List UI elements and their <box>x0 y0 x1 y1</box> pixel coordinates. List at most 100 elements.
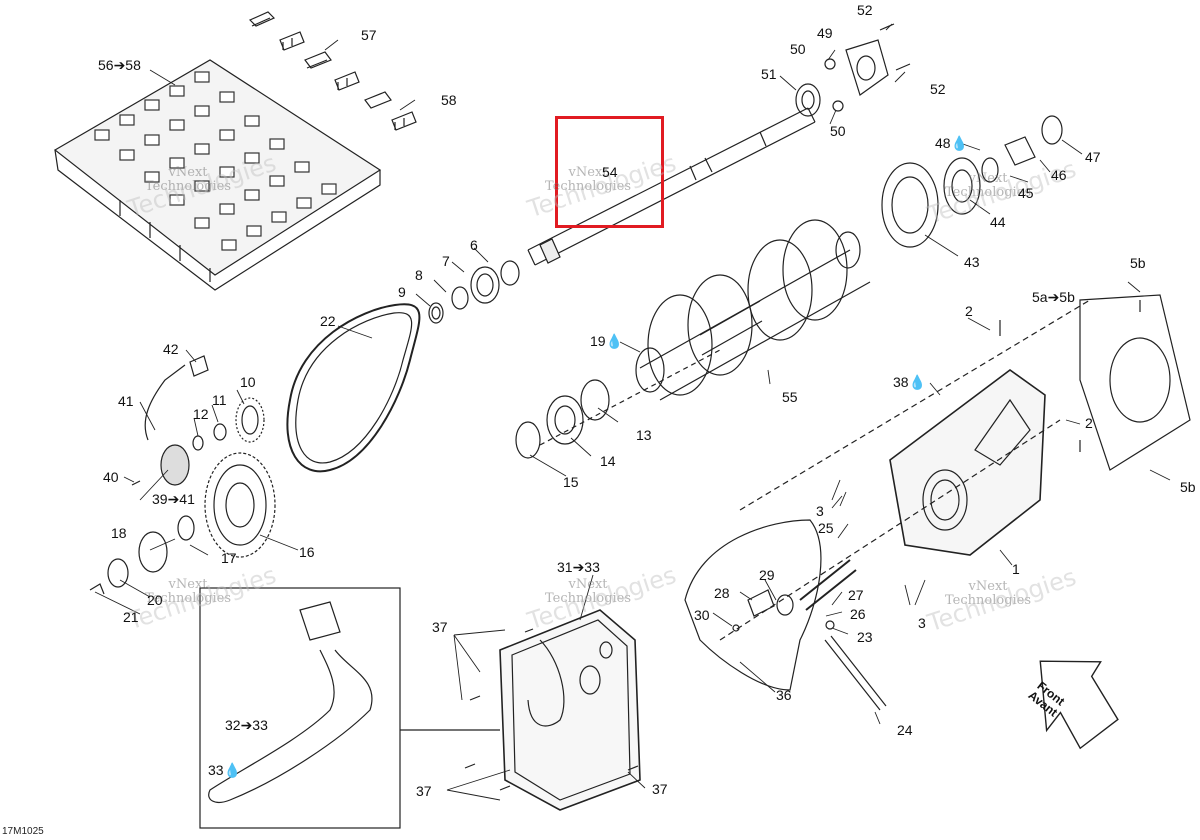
watermark-line2: Technologies <box>545 178 632 194</box>
gasket-36 <box>684 519 822 691</box>
callout-6: 6 <box>470 237 478 253</box>
bearing-housing-43 <box>881 115 1063 248</box>
watermark-line1: vNext <box>168 165 208 180</box>
callout-8: 8 <box>415 267 423 283</box>
callout-50: 50 <box>830 123 846 139</box>
callout-52: 52 <box>857 2 873 18</box>
watermark: Technologies vNext Technologies <box>124 149 279 223</box>
callout-13: 13 <box>636 427 652 443</box>
chaincase-cover <box>464 609 641 811</box>
callout-58: 58 <box>441 92 457 108</box>
callout-16: 16 <box>299 544 315 560</box>
callout-14: 14 <box>600 453 616 469</box>
watermark-line1: vNext <box>568 577 608 592</box>
watermark: Technologies vNext Technologies <box>524 561 679 635</box>
chain-22 <box>286 303 421 473</box>
diagram-code: 17M1025 <box>2 826 44 837</box>
callout-28: 28 <box>714 585 730 601</box>
callout-44: 44 <box>990 214 1006 230</box>
highlighted-part-box <box>555 116 664 228</box>
callout-30: 30 <box>694 607 710 623</box>
chaincase-housing <box>719 294 1191 641</box>
callout-2: 2 <box>965 303 973 319</box>
callout-5a-5b: 5a➔5b <box>1032 289 1075 305</box>
callout-42: 42 <box>163 341 179 357</box>
watermark: Technologies vNext Technologies <box>124 561 279 635</box>
callout-5b: 5b <box>1180 479 1196 495</box>
callout-19: 19💧 <box>590 333 624 349</box>
callout-52: 52 <box>930 81 946 97</box>
callout-15: 15 <box>563 474 579 490</box>
watermark-line2: Technologies <box>945 184 1032 200</box>
watermark: Technologies vNext Technologies <box>524 149 679 223</box>
callout-57: 57 <box>361 27 377 43</box>
drive-axle-55 <box>635 219 871 401</box>
callout-18: 18 <box>111 525 127 541</box>
callout-55: 55 <box>782 389 798 405</box>
callout-17: 17 <box>221 550 237 566</box>
watermark-line2: Technologies <box>145 590 232 606</box>
callout-23: 23 <box>857 629 873 645</box>
callout-3: 3 <box>816 503 824 519</box>
callout-56-58: 56➔58 <box>98 57 141 73</box>
track-clips <box>248 11 417 131</box>
callout-37: 37 <box>652 781 668 797</box>
callout-10: 10 <box>240 374 256 390</box>
tensioner-parts <box>732 559 887 711</box>
callout-36: 36 <box>776 687 792 703</box>
callout-33: 33💧 <box>208 762 242 778</box>
callout-25: 25 <box>818 520 834 536</box>
callout-48: 48💧 <box>935 135 969 151</box>
callout-21: 21 <box>123 609 139 625</box>
callout-51: 51 <box>761 66 777 82</box>
sprockets-left <box>131 355 265 486</box>
watermark-line1: vNext <box>568 165 608 180</box>
callout-46: 46 <box>1051 167 1067 183</box>
sensor-inset <box>199 587 500 829</box>
callout-20: 20 <box>147 592 163 608</box>
callout-12: 12 <box>193 406 209 422</box>
callout-27: 27 <box>848 587 864 603</box>
watermark-line2: Technologies <box>945 592 1032 608</box>
callout-41: 41 <box>118 393 134 409</box>
callout-3: 3 <box>918 615 926 631</box>
bearings-left <box>428 260 520 324</box>
callout-50: 50 <box>790 41 806 57</box>
watermark-line2: Technologies <box>145 178 232 194</box>
callout-29: 29 <box>759 567 775 583</box>
watermark: Technologies vNext Technologies <box>924 155 1079 229</box>
callout-37: 37 <box>416 783 432 799</box>
callout-31-33: 31➔33 <box>557 559 600 575</box>
callout-40: 40 <box>103 469 119 485</box>
bearings-right-top <box>795 23 911 117</box>
front-direction-arrow <box>1039 660 1119 750</box>
watermark-line1: vNext <box>968 171 1008 186</box>
callout-9: 9 <box>398 284 406 300</box>
callout-54: 54 <box>602 164 618 180</box>
callout-38: 38💧 <box>893 374 927 390</box>
callout-43: 43 <box>964 254 980 270</box>
watermark-line2: Technologies <box>545 590 632 606</box>
callout-45: 45 <box>1018 185 1034 201</box>
callout-26: 26 <box>850 606 866 622</box>
callout-5b: 5b <box>1130 255 1146 271</box>
leader-lines <box>94 23 1171 801</box>
watermark-line1: vNext <box>168 577 208 592</box>
callout-7: 7 <box>442 253 450 269</box>
gear-16 <box>89 452 276 595</box>
callout-39-41: 39➔41 <box>152 491 195 507</box>
track-clip-mat <box>53 59 382 291</box>
callout-37: 37 <box>432 619 448 635</box>
callout-24: 24 <box>897 722 913 738</box>
callout-2: 2 <box>1085 415 1093 431</box>
callout-49: 49 <box>817 25 833 41</box>
callout-22: 22 <box>320 313 336 329</box>
callout-1: 1 <box>1012 561 1020 577</box>
callout-11: 11 <box>212 392 227 408</box>
watermark-line1: vNext <box>968 579 1008 594</box>
callout-47: 47 <box>1085 149 1101 165</box>
callout-32-33: 32➔33 <box>225 717 268 733</box>
watermark: Technologies vNext Technologies <box>924 563 1079 637</box>
